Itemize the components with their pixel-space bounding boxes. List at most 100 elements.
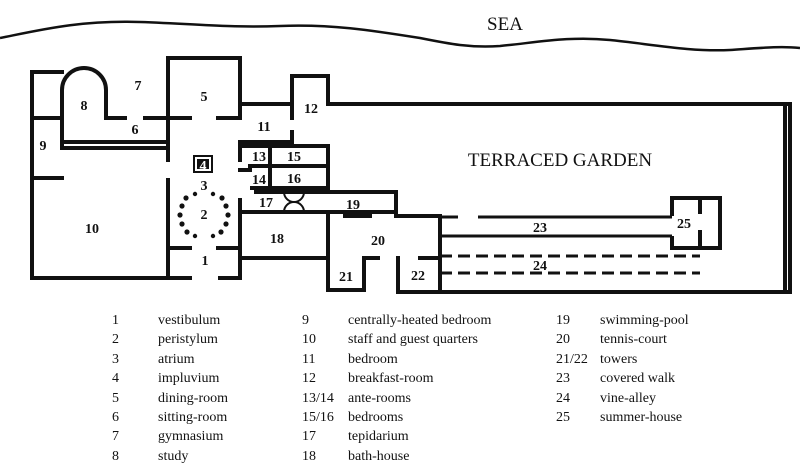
legend-text: gymnasium [158,429,224,445]
legend-number: 24 [556,390,570,406]
legend-number: 8 [112,448,119,464]
room-label-22: 22 [411,269,425,284]
legend-text: atrium [158,351,195,367]
legend-number: 17 [302,429,316,445]
room-label-25: 25 [677,217,691,232]
impluvium-fill [197,159,209,169]
legend-text: bedrooms [348,409,404,425]
legend-col-3: 19 swimming-pool 20 tennis-court 21/22 towers… [556,311,689,427]
legend-number: 19 [556,313,570,328]
room-label-4: 4 [200,159,207,174]
impluvium-basin [193,155,213,173]
legend-number: 5 [112,390,119,406]
legend-item: 20 tennis-court [556,330,689,349]
room-label-18: 18 [270,232,284,247]
legend-number: 11 [302,351,316,367]
legend-number: 10 [302,332,316,348]
room-label-15: 15 [287,150,301,165]
garden-wall-south [438,102,792,294]
sea-coastline [0,20,800,52]
legend-text: dining-room [158,390,228,406]
legend-text: summer-house [600,409,683,425]
peristylum-columns [177,191,231,239]
legend-number: 12 [302,371,316,387]
room-label-19: 19 [346,198,360,213]
legend-item: 15/16 bedrooms [302,408,491,427]
room-label-1: 1 [202,254,209,269]
legend-item: 17 tepidarium [302,427,491,446]
legend-number: 23 [556,371,570,387]
legend-item: 25 summer-house [556,408,689,427]
legend-text: staff and guest quarters [348,332,478,348]
legend-item: 24 vine-alley [556,389,689,408]
room-9-wall [30,70,64,180]
legend-item: 21/22 towers [556,350,689,369]
room-label-10: 10 [85,222,99,237]
legend-number: 25 [556,409,570,425]
atrium-right-wall-2 [218,198,242,280]
legend-item: 8 study [112,447,228,466]
room-20-outline [326,210,366,292]
room-label-6: 6 [132,123,139,138]
garden-label: TERRACED GARDEN [468,150,652,171]
room-numbers: 1 2 3 4 5 6 7 8 9 10 11 12 13 14 15 16 1… [40,79,692,285]
legend-text: sitting-room [158,409,228,425]
tepidarium-apse-bottom [283,201,305,213]
room-label-13: 13 [252,150,266,165]
legend-number: 3 [112,351,119,367]
legend-text: study [158,448,189,464]
room-label-24: 24 [533,259,547,274]
legend-text: bedroom [348,351,398,367]
summer-house-outline [670,196,722,250]
legend-text: impluvium [158,371,220,387]
legend-number: 20 [556,332,570,348]
legend-item: 13/14 ante-rooms [302,389,491,408]
legend-text: tepidarium [348,429,409,445]
room-label-11: 11 [257,120,270,135]
legend-item: 11 bedroom [302,350,491,369]
room-label-14: 14 [252,173,266,188]
legend-number: 4 [112,371,119,387]
legend-text: tennis-court [600,332,667,348]
room-label-7: 7 [135,79,142,94]
room-label-12: 12 [304,102,318,117]
legend-number: 2 [112,332,119,348]
legend-item: 10 staff and guest quarters [302,330,491,349]
legend-number: 18 [302,448,316,464]
room-20-top [394,214,442,260]
legend-text: vine-alley [600,390,656,406]
room-label-20: 20 [371,234,385,249]
legend-text: towers [600,351,638,367]
room-5-outline [166,56,242,144]
legend-number: 7 [112,429,119,445]
legend-number: 21/22 [556,351,588,367]
legend-text: ante-rooms [348,390,411,406]
room-label-3: 3 [201,179,208,194]
legend-text: vestibulum [158,313,221,328]
sea-label: SEA [487,14,523,35]
room-22-outline [396,256,442,294]
legend-number: 15/16 [302,409,334,425]
legend-item: 7 gymnasium [112,427,228,446]
room-label-9: 9 [40,139,47,154]
room-label-16: 16 [287,172,301,187]
room-label-23: 23 [533,221,547,236]
legend-item: 5 dining-room [112,389,228,408]
room-10-outline [30,176,170,280]
legend-number: 1 [112,313,119,328]
room-8-study [60,66,108,150]
room-label-8: 8 [81,99,88,114]
legend-number: 13/14 [302,390,334,406]
legend-text: swimming-pool [600,313,689,328]
legend-item: 12 breakfast-room [302,369,491,388]
legend-item: 1 vestibulum [112,311,228,330]
legend-text: breakfast-room [348,371,434,387]
room-17-upper [254,190,398,214]
legend-text: centrally-heated bedroom [348,313,492,328]
